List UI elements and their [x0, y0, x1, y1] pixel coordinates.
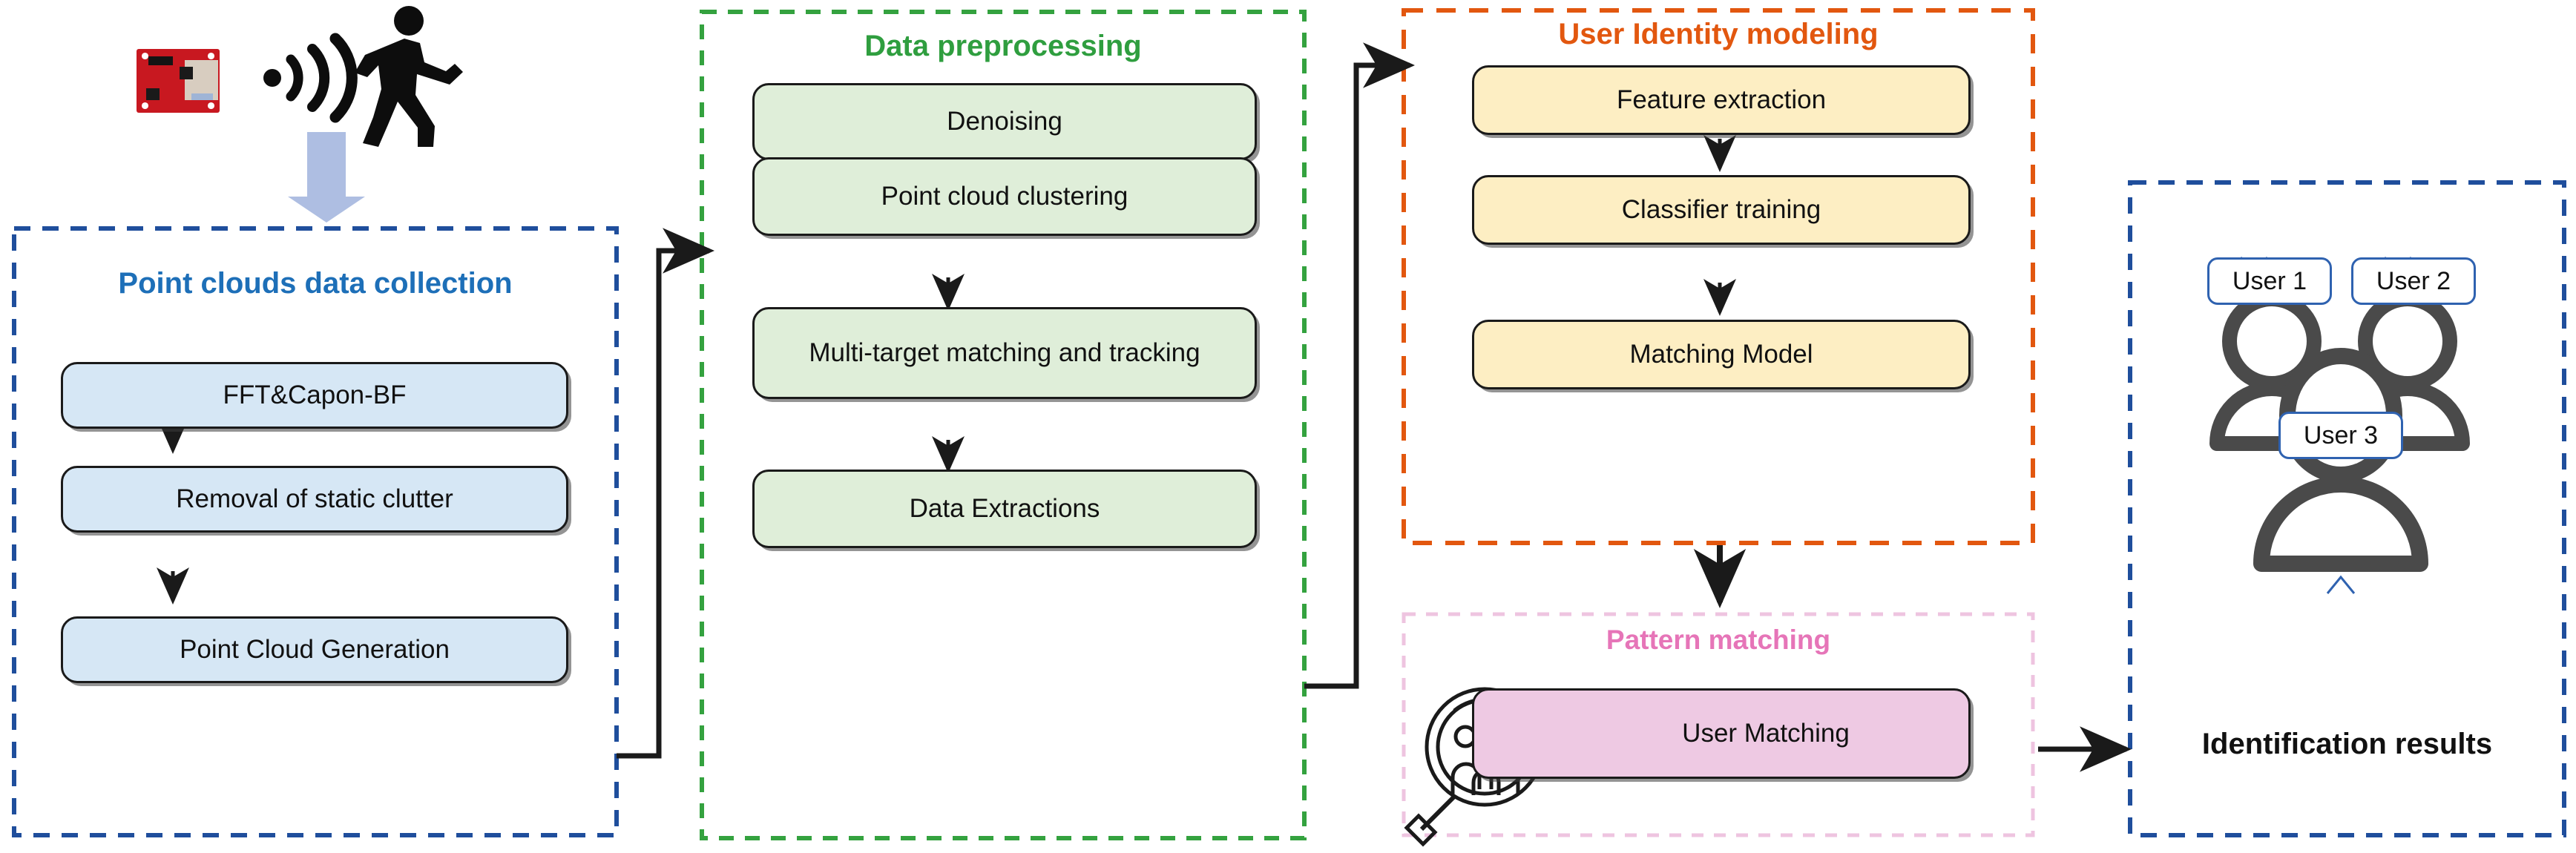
node-label: Point cloud clustering — [881, 182, 1128, 211]
panel-pattern-matching: Pattern matching User Matching — [1404, 614, 2033, 835]
user-bubble-label: User 2 — [2376, 266, 2451, 295]
node-label: Feature extraction — [1616, 85, 1827, 115]
connector-collection-to-preprocessing — [617, 228, 714, 759]
node-point-cloud-clustering[interactable]: Point cloud clustering — [752, 157, 1257, 236]
radar-sensor-board-icon — [137, 49, 220, 113]
user-bubble-label: User 3 — [2303, 421, 2379, 449]
thick-down-arrow — [288, 132, 365, 223]
node-label: Point Cloud Generation — [180, 635, 450, 665]
node-label: Data Extractions — [909, 494, 1100, 524]
panel-data-preprocessing: Data preprocessing Denoising Point cloud… — [702, 12, 1304, 838]
panel-identification-results: User 1 User 2 User 3 Identification resu… — [2130, 182, 2564, 835]
panel-title-pattern-matching: Pattern matching — [1606, 625, 1831, 655]
node-removal-of-static-clutter[interactable]: Removal of static clutter — [61, 466, 568, 533]
node-fft-capon-bf[interactable]: FFT&Capon-BF — [61, 362, 568, 429]
node-label: Multi-target matching and tracking — [809, 338, 1200, 368]
panel-point-clouds-data-collection: Point clouds data collection FFT&Capon-B… — [14, 228, 617, 835]
node-denoising[interactable]: Denoising — [752, 83, 1257, 160]
node-feature-extraction[interactable]: Feature extraction — [1472, 65, 1971, 135]
user-bubble-label: User 1 — [2232, 266, 2307, 295]
connector-preprocessing-to-identity — [1304, 42, 1415, 689]
node-data-extractions[interactable]: Data Extractions — [752, 470, 1257, 548]
node-multi-target-matching-and-tracking[interactable]: Multi-target matching and tracking — [752, 307, 1257, 399]
walking-person-icon — [355, 6, 463, 147]
node-point-cloud-generation[interactable]: Point Cloud Generation — [61, 616, 568, 683]
radio-wave-icon — [263, 33, 358, 123]
node-label: Matching Model — [1629, 340, 1813, 369]
node-label: Denoising — [947, 107, 1062, 136]
identification-results-caption: Identification results — [2201, 728, 2493, 760]
panel-user-identity-modeling: User Identity modeling Feature extractio… — [1404, 10, 2033, 543]
node-user-matching[interactable]: User Matching — [1472, 688, 1971, 779]
panel-title-data-preprocessing: Data preprocessing — [864, 30, 1142, 62]
node-label: Removal of static clutter — [176, 484, 453, 514]
panel-title-user-identity-modeling: User Identity modeling — [1558, 18, 1879, 50]
panel-title-point-clouds: Point clouds data collection — [118, 267, 513, 300]
node-classifier-training[interactable]: Classifier training — [1472, 175, 1971, 245]
node-matching-model[interactable]: Matching Model — [1472, 320, 1971, 389]
node-label: User Matching — [1682, 719, 1850, 748]
node-label: FFT&Capon-BF — [223, 381, 407, 410]
node-label: Classifier training — [1621, 195, 1821, 225]
user-bubble-3[interactable]: User 3 — [2278, 412, 2403, 459]
user-bubble-2[interactable]: User 2 — [2351, 257, 2476, 305]
user-bubble-1[interactable]: User 1 — [2207, 257, 2332, 305]
